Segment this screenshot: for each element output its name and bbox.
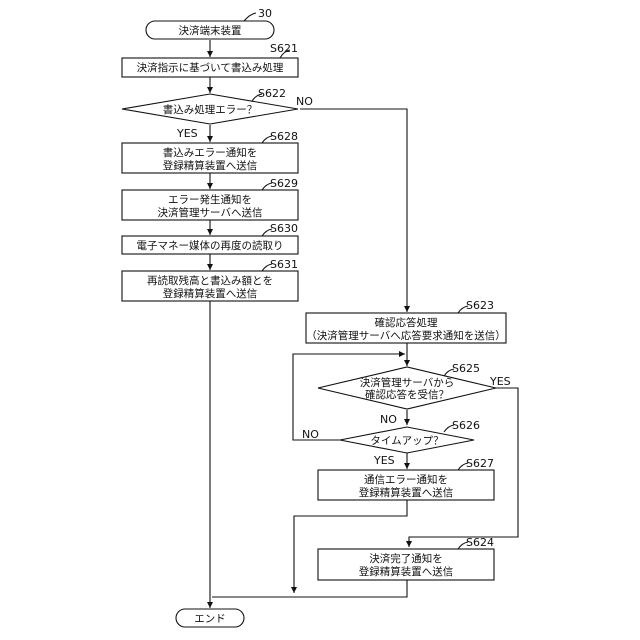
ref-number: 30 [258, 7, 272, 20]
start-terminal: 決済端末装置 [146, 21, 274, 39]
process-s630-text: 電子マネー媒体の再度の読取り [137, 239, 284, 252]
step-id-s622: S622 [258, 87, 286, 100]
process-s624-text-2: 登録精算装置へ送信 [359, 565, 454, 578]
step-id-s625: S625 [452, 362, 480, 375]
process-s627-text-1: 通信エラー通知を [364, 473, 448, 486]
process-s629-text-1: エラー発生通知を [168, 193, 252, 206]
process-s631-text-1: 再読取残高と書込み額とを [147, 274, 273, 287]
process-s623-text-1: 確認応答処理 [375, 316, 438, 329]
step-id-s626: S626 [452, 419, 480, 432]
process-s631-text-2: 登録精算装置へ送信 [163, 287, 258, 300]
process-s627-text-2: 登録精算装置へ送信 [359, 486, 454, 499]
decision-s625-text-1: 決済管理サーバから [360, 376, 454, 389]
step-id-s627: S627 [466, 457, 494, 470]
step-id-s630: S630 [270, 222, 298, 235]
s622-no-label: NO [296, 95, 313, 108]
ref-number-callout: 30 [244, 7, 272, 21]
step-id-s629: S629 [270, 177, 298, 190]
step-id-s628: S628 [270, 130, 298, 143]
end-terminal: エンド [176, 609, 244, 627]
process-s628-text-1: 書込みエラー通知を [163, 146, 258, 159]
start-label: 決済端末装置 [179, 24, 242, 37]
decision-s626: タイムアップ？ S626 NO YES [302, 419, 480, 467]
process-s623-text-2: （決済管理サーバへ応答要求通知を送信） [306, 329, 505, 342]
process-s621-text: 決済指示に基づいて書込み処理 [137, 61, 284, 74]
decision-s622-text: 書込み処理エラー？ [163, 103, 258, 116]
decision-s625-text-2: 確認応答を受信？ [365, 388, 449, 401]
process-s629-text-2: 決済管理サーバへ送信 [158, 206, 263, 219]
step-id-s631: S631 [270, 258, 298, 271]
process-s623: 確認応答処理 （決済管理サーバへ応答要求通知を送信） S623 [306, 299, 506, 343]
process-s627: 通信エラー通知を 登録精算装置へ送信 S627 [318, 457, 494, 500]
process-s628-text-2: 登録精算装置へ送信 [163, 159, 258, 172]
decision-s625: 決済管理サーバから 確認応答を受信？ S625 YES NO [318, 362, 511, 426]
s625-yes-label: YES [489, 375, 511, 388]
decision-s626-text: タイムアップ？ [370, 435, 443, 447]
s626-yes-label: YES [373, 454, 395, 467]
s622-yes-label: YES [176, 127, 198, 140]
s626-no-label: NO [302, 428, 319, 441]
step-id-s621: S621 [270, 42, 298, 55]
end-label: エンド [194, 613, 226, 625]
step-id-s623: S623 [466, 299, 494, 312]
s625-no-label: NO [380, 413, 397, 426]
step-id-s624: S624 [466, 536, 494, 549]
process-s624-text-1: 決済完了通知を [369, 552, 443, 565]
process-s624: 決済完了通知を 登録精算装置へ送信 S624 [318, 536, 494, 580]
